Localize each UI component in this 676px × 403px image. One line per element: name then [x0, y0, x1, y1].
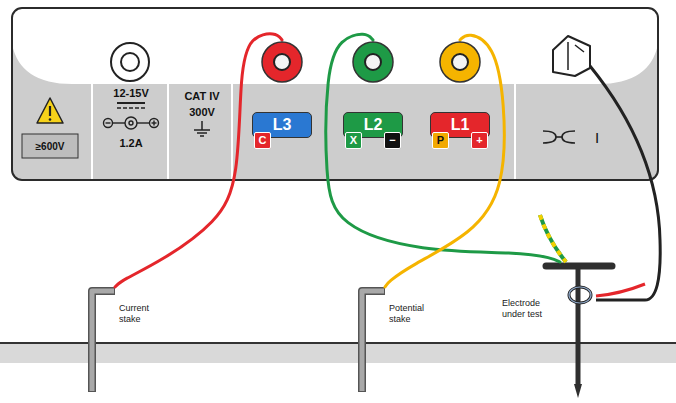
stake-label: Electrode under test: [502, 298, 560, 320]
electrode-rod: [576, 266, 581, 385]
potential-stake: Potential stake: [355, 287, 435, 337]
current-stake: [92, 291, 114, 391]
dc-symbol: [117, 102, 145, 104]
dc-symbol: [117, 107, 145, 109]
earth-conductor: [540, 215, 566, 262]
category-rating: CAT IV: [184, 90, 219, 102]
potential-stake: [362, 291, 385, 392]
potential-stake: [362, 291, 384, 391]
warning-dot: [49, 118, 52, 121]
warning-mark: [49, 106, 51, 116]
clamp-socket: [568, 42, 584, 70]
ground-band: [0, 343, 676, 363]
electrode-tip: [574, 384, 582, 398]
test-lead: [385, 35, 504, 287]
terminal-l2: [353, 42, 393, 82]
stake-label: Current stake: [119, 303, 165, 325]
terminal-mark: P: [432, 132, 449, 149]
voltage-rating: ≥600V: [36, 141, 65, 152]
section-dividers: [92, 84, 515, 180]
clamp-lead: [596, 299, 645, 302]
electrode: Electrode under test: [498, 262, 610, 332]
rating-box: [22, 134, 78, 158]
terminal-mark: X: [345, 132, 362, 149]
clamp-label: I: [595, 129, 599, 146]
supply-socket: [111, 43, 149, 81]
supply-current: 1.2A: [119, 137, 142, 149]
current-stake: Current stake: [85, 287, 165, 337]
supply-voltage: 12-15V: [113, 87, 148, 99]
clamp-socket: [553, 36, 590, 76]
terminal-mark: C: [254, 132, 271, 149]
clamp-lead: [596, 284, 645, 296]
terminal-l2: L2X−: [341, 40, 405, 156]
clamp-symbol: [543, 131, 575, 143]
clamp-lead: [590, 66, 660, 300]
terminal-mark: +: [471, 132, 488, 149]
current-stake: [92, 291, 115, 392]
supply-socket: [121, 53, 139, 71]
earth-symbol: [194, 121, 210, 136]
warning-triangle: [37, 98, 63, 123]
panel-outline: [12, 8, 658, 180]
earth-conductor: [540, 215, 566, 262]
polarity-symbol: [104, 117, 159, 129]
terminal-l3: L3C: [250, 40, 314, 156]
ground-line: [0, 342, 676, 344]
stake-label: Potential stake: [389, 303, 435, 325]
terminal-l3: [262, 42, 302, 82]
terminal-l1: L1P+: [428, 40, 492, 156]
terminal-l1: [440, 42, 480, 82]
category-voltage: 300V: [189, 106, 215, 118]
panel-face: [12, 8, 658, 180]
current-clamp: [569, 287, 591, 303]
test-lead: [326, 34, 560, 262]
terminal-mark: −: [384, 132, 401, 149]
current-clamp: [569, 287, 591, 303]
